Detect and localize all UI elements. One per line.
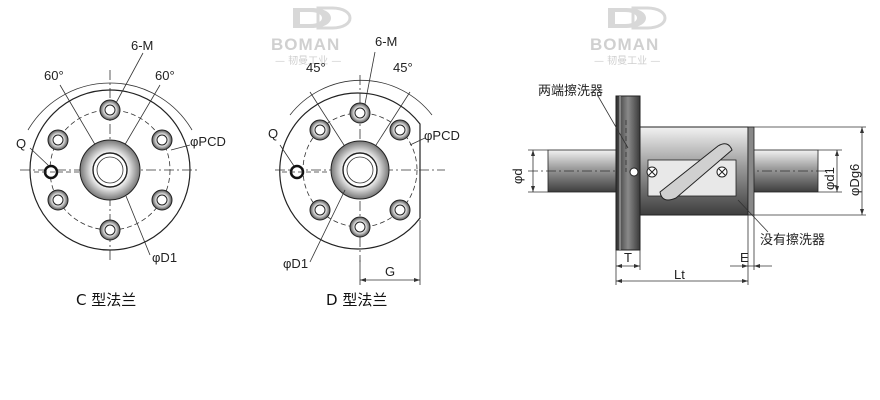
flange-d-d1-label: φD1 bbox=[283, 256, 308, 271]
watermark-brand-2: BOMAN bbox=[590, 35, 659, 54]
flange-d-angle-right-label: 45° bbox=[393, 60, 413, 75]
wiper-none-label: 没有擦洗器 bbox=[760, 232, 825, 247]
wiper-e-label: E bbox=[740, 250, 749, 265]
flange-c-bore-inner bbox=[96, 156, 124, 184]
flange-d-bolt-holes bbox=[309, 102, 411, 238]
flange-d-pcd-label: φPCD bbox=[424, 128, 460, 143]
shaft-d-label: φd bbox=[510, 168, 525, 184]
shaft-d1-label: φd1 bbox=[822, 167, 837, 190]
flange-d-view: 6-M 45° 45° Q φPCD φD1 G D 型法兰 bbox=[268, 34, 460, 309]
watermark-right: BOMAN — 韧曼工业 — bbox=[590, 6, 667, 67]
watermark-left: BOMAN — 韧曼工业 — bbox=[271, 6, 352, 67]
side-view: φd φd1 φDg6 T Lt E 两端擦洗器 没有擦洗器 bbox=[510, 83, 866, 285]
flange-c-view: 6-M 60° 60° Q φPCD φD1 C 型法兰 bbox=[16, 38, 226, 309]
flange-c-q-label: Q bbox=[16, 136, 26, 151]
flange-c-angle-right-label: 60° bbox=[155, 68, 175, 83]
wiper bbox=[747, 126, 755, 216]
flange-t-label: T bbox=[624, 250, 632, 265]
flange-d-caption: D 型法兰 bbox=[326, 291, 387, 309]
watermark-subtitle: — 韧曼工业 — bbox=[275, 55, 341, 67]
return-tube bbox=[659, 143, 733, 201]
flange-c-bolt-label: 6-M bbox=[131, 38, 153, 53]
flange-d-angle-arc bbox=[289, 79, 433, 116]
flange-d-g-label: G bbox=[385, 264, 395, 279]
flange-d-angle-left-label: 45° bbox=[306, 60, 326, 75]
flange-d-q-label: Q bbox=[268, 126, 278, 141]
flange-c-bore bbox=[92, 152, 128, 188]
flange-c-angle-left-label: 60° bbox=[44, 68, 64, 83]
flange-c-pcd-label: φPCD bbox=[190, 134, 226, 149]
watermark-brand: BOMAN bbox=[271, 35, 340, 54]
nut-dg6-label: φDg6 bbox=[847, 164, 862, 196]
flange-c-caption: C 型法兰 bbox=[76, 291, 136, 309]
nut-lt-label: Lt bbox=[674, 267, 685, 282]
flange-d-bolt-label: 6-M bbox=[375, 34, 397, 49]
flange-c-d1-label: φD1 bbox=[152, 250, 177, 265]
wiper-both-label: 两端擦洗器 bbox=[538, 83, 603, 98]
flange-c-bolt-holes bbox=[47, 99, 173, 241]
watermark-subtitle-2: — 韧曼工业 — bbox=[594, 55, 660, 67]
